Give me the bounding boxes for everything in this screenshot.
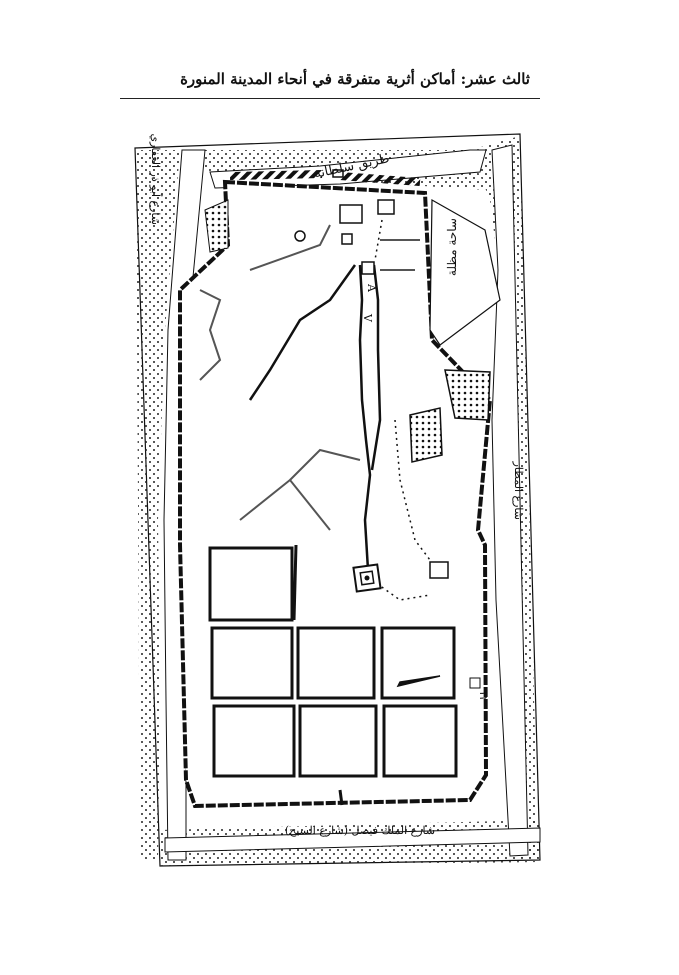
scale-box [469, 677, 481, 689]
path-marker-a: A [365, 283, 378, 293]
dotted-block-left [204, 199, 229, 253]
dotted-area-left [136, 150, 180, 860]
upper-right-bay [429, 198, 501, 346]
hatched-wall [229, 170, 323, 180]
garden-grid [208, 546, 458, 778]
bottom-street-label: شارع الملك فيصل (شارع السيح) [285, 824, 435, 837]
left-street-label: شارع أبو ذر الغفاري [149, 134, 163, 226]
upper-right-label: ساحة مظلة [445, 218, 459, 276]
main-path [248, 264, 382, 571]
right-street-label: شارع المطار [512, 461, 525, 520]
grid-walkway [292, 544, 298, 621]
hatched-wall-2 [339, 172, 421, 186]
left-road [163, 149, 206, 861]
bottom-road [164, 827, 541, 853]
structure-cluster [294, 169, 449, 579]
dotted-block-bottom [409, 407, 443, 463]
page-header: ثالث عشر: أماكن أثرية متفرقة في أنحاء ال… [120, 66, 540, 102]
page-title: ثالث عشر: أماكن أثرية متفرقة في أنحاء ال… [180, 70, 530, 88]
north-arrow-icon [396, 675, 441, 688]
path-marker-v: V [361, 313, 374, 323]
dotted-tracks [371, 219, 431, 601]
shrine-icon [352, 563, 382, 593]
header-rule [120, 98, 540, 99]
inner-walkways [199, 224, 420, 531]
dotted-block-top [444, 369, 491, 421]
scale-number: ١٢ [477, 690, 490, 702]
